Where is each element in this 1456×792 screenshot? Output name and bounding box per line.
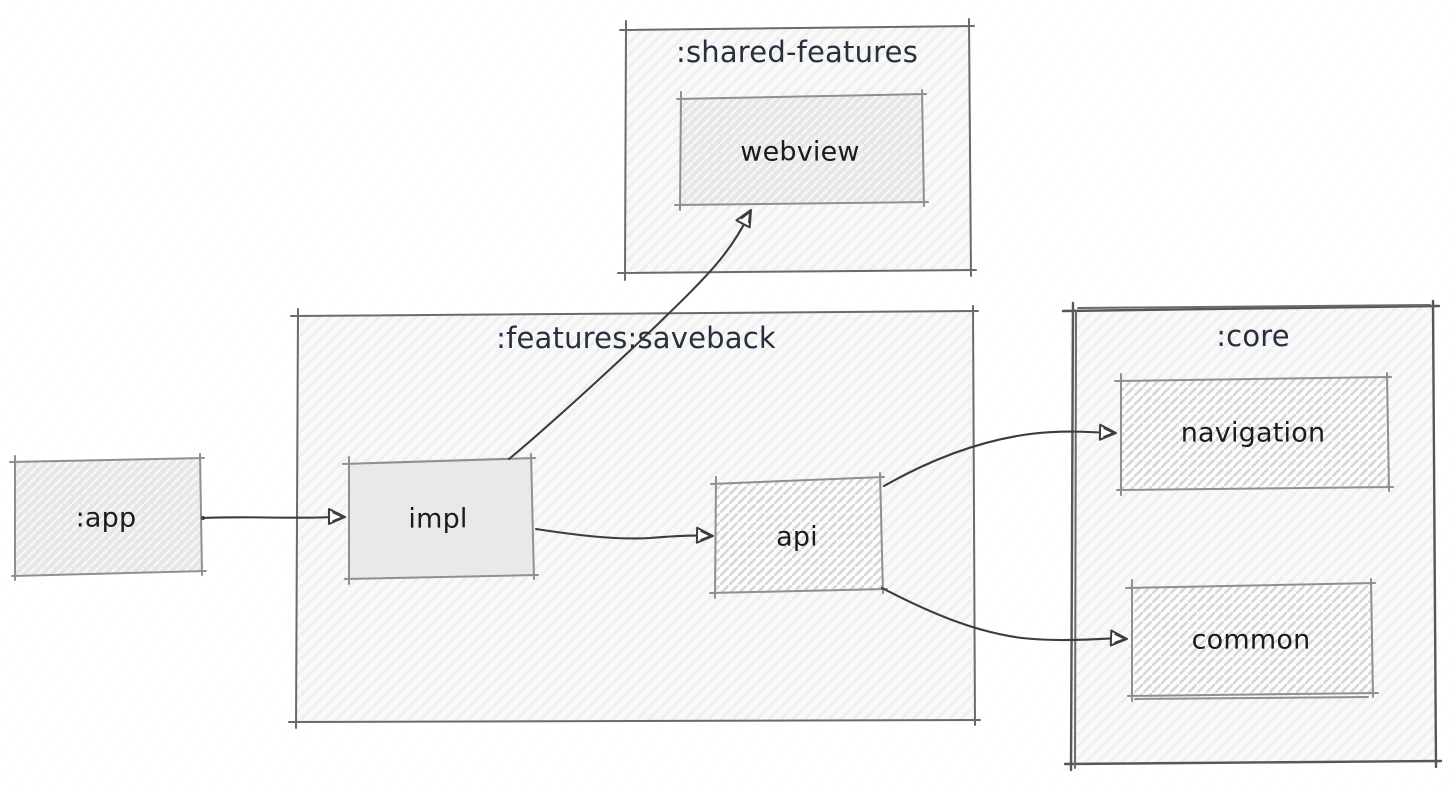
arrowhead (1109, 629, 1128, 647)
node-impl (342, 453, 539, 585)
arrowhead (328, 508, 346, 525)
node-label-common: common (1191, 624, 1311, 656)
node-fill (1120, 378, 1388, 489)
container-title-shared-features: :shared-features (675, 35, 919, 69)
node-api (709, 472, 888, 599)
arrowhead (695, 526, 714, 544)
node-label-webview: webview (740, 136, 860, 168)
node-fill (714, 478, 882, 592)
edge-impl-to-api (534, 526, 714, 544)
node-common (1125, 578, 1379, 702)
node-webview (674, 89, 929, 211)
arrowhead (1098, 423, 1117, 441)
container-title-features-saveback: :features:saveback (496, 321, 776, 355)
node-app (9, 453, 207, 581)
node-navigation (1114, 372, 1394, 496)
node-fill (1131, 584, 1372, 695)
container-core (1061, 299, 1443, 772)
node-label-api: api (776, 521, 818, 553)
edge-impl-to-webview (507, 209, 752, 461)
node-label-navigation: navigation (1180, 417, 1326, 449)
container-title-core: :core (1216, 319, 1290, 353)
container-features-saveback (288, 305, 981, 729)
node-label-impl: impl (408, 503, 468, 535)
node-fill (679, 95, 923, 204)
edge-api-to-common (880, 586, 1128, 647)
node-fill (14, 459, 201, 575)
node-fill (348, 459, 533, 578)
container-fill (295, 312, 974, 721)
node-label-app: :app (75, 502, 137, 534)
edge-api-to-navigation (882, 423, 1117, 488)
edge-app-to-impl (201, 508, 346, 525)
arrowhead (735, 209, 752, 229)
